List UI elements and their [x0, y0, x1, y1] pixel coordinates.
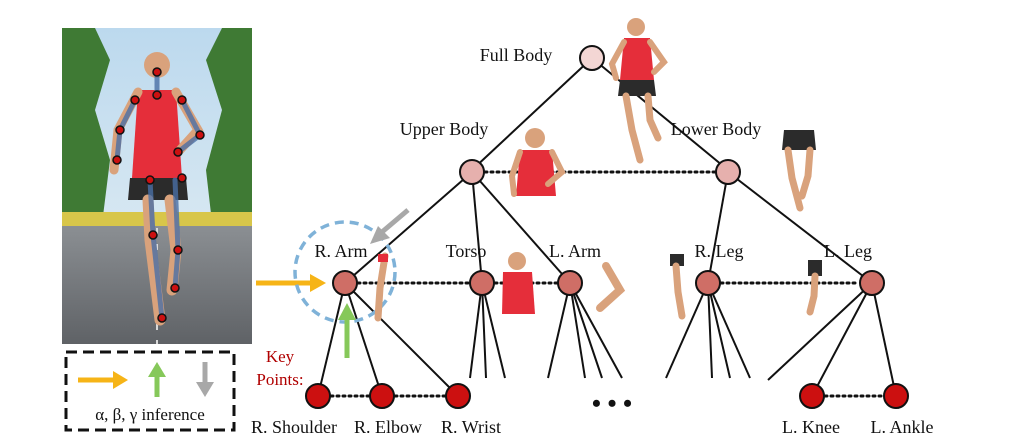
- gray-down-arrow-icon: [196, 362, 214, 397]
- node-r-arm: [332, 270, 358, 296]
- gray-message-arrow: [370, 208, 410, 244]
- node-r-leg: [695, 270, 721, 296]
- thumb-torso: [502, 252, 535, 314]
- label-r-wrist: R. Wrist: [441, 417, 501, 437]
- node-upper-body: [459, 159, 485, 185]
- thumb-full-body: [608, 18, 668, 164]
- node-lower-body: [715, 159, 741, 185]
- yellow-input-arrow: [256, 274, 326, 292]
- thumb-upper-body: [508, 128, 566, 197]
- label-upper-body: Upper Body: [400, 119, 489, 139]
- node-r-wrist: [445, 383, 471, 409]
- label-l-ankle: L. Ankle: [871, 417, 934, 437]
- node-torso: [469, 270, 495, 296]
- ellipsis-text: • • •: [592, 389, 632, 418]
- legend-text: α, β, γ inference: [95, 405, 205, 424]
- runner-photo: [62, 28, 252, 344]
- label-r-arm: R. Arm: [314, 241, 367, 261]
- nodes: [305, 45, 909, 409]
- label-r-leg: R. Leg: [695, 241, 744, 261]
- node-r-shoulder: [305, 383, 331, 409]
- label-l-leg: L. Leg: [824, 241, 872, 261]
- thumb-lower-body: [782, 130, 816, 212]
- tree-edges: [317, 57, 897, 397]
- keypoints-title-line2: Points:: [256, 370, 303, 389]
- label-l-knee: L. Knee: [782, 417, 840, 437]
- label-full-body: Full Body: [480, 45, 553, 65]
- node-l-leg: [859, 270, 885, 296]
- node-l-arm: [557, 270, 583, 296]
- thumb-r-arm: [374, 252, 389, 322]
- label-l-arm: L. Arm: [549, 241, 601, 261]
- node-full-body: [579, 45, 605, 71]
- label-torso: Torso: [446, 241, 487, 261]
- yellow-right-arrow-icon: [78, 371, 128, 389]
- green-up-arrow-icon: [148, 362, 166, 397]
- thumb-l-arm: [596, 262, 626, 312]
- label-lower-body: Lower Body: [671, 119, 761, 139]
- node-l-knee: [799, 383, 825, 409]
- thumb-r-leg: [670, 254, 686, 320]
- label-r-shoulder: R. Shoulder: [251, 417, 337, 437]
- label-r-elbow: R. Elbow: [354, 417, 422, 437]
- legend-box: α, β, γ inference: [64, 350, 236, 432]
- green-message-arrow: [338, 303, 356, 358]
- thumb-l-leg: [806, 260, 822, 316]
- node-r-elbow: [369, 383, 395, 409]
- node-l-ankle: [883, 383, 909, 409]
- keypoints-title-line1: Key: [266, 347, 295, 366]
